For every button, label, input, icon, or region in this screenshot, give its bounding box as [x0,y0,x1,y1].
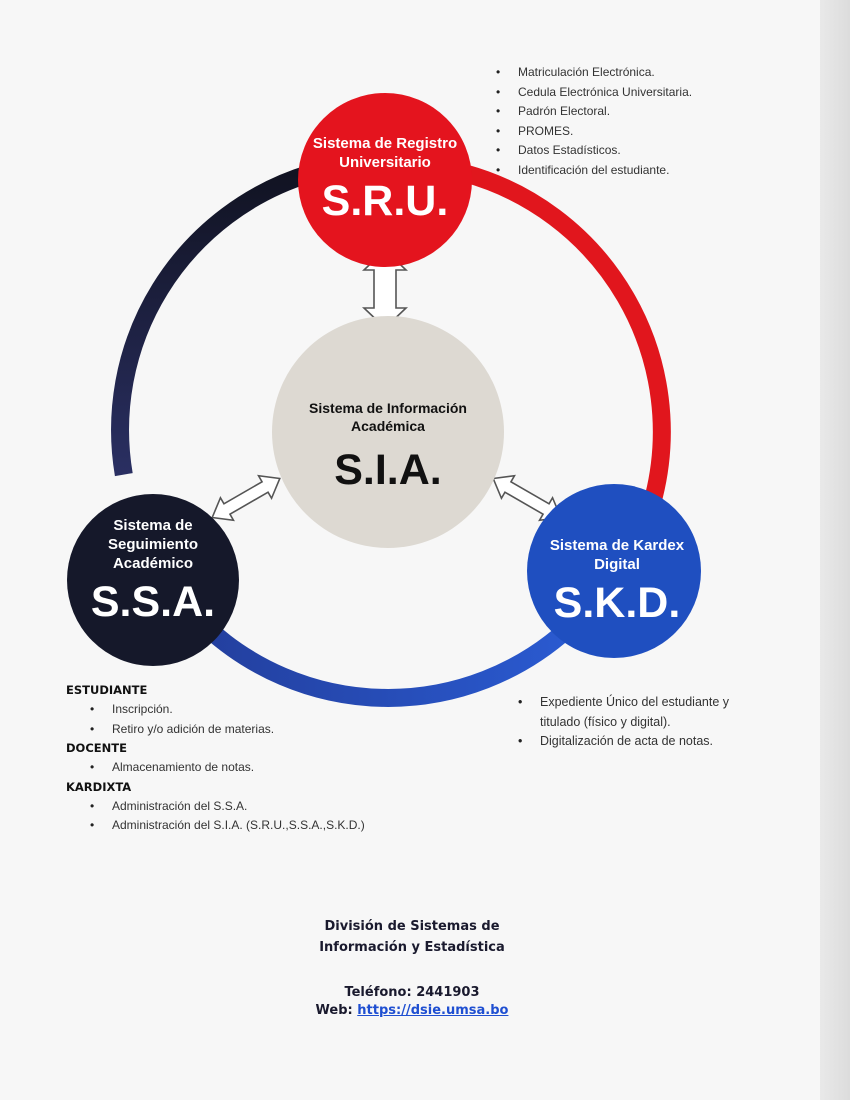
role-list-docente: Almacenamiento de notas. [84,758,365,778]
list-item: Retiro y/o adición de materias. [84,720,365,740]
web-label: Web: [315,1003,353,1018]
list-item: Administración del S.I.A. (S.R.U.,S.S.A.… [84,816,365,836]
ssa-role-lists: ESTUDIANTE Inscripción. Retiro y/o adici… [66,681,365,836]
page-edge [820,0,850,1100]
ring-arc-red [463,164,671,499]
ssa-label: Sistema de Seguimiento Académico S.S.A. [68,516,238,627]
skd-label: Sistema de Kardex Digital S.K.D. [528,536,706,628]
ring-arc-dark [111,164,313,477]
sru-abbr: S.R.U. [321,177,449,225]
sia-name: Sistema de Información Académica [309,400,467,434]
list-item: Administración del S.S.A. [84,797,365,817]
role-heading-kardixta: KARDIXTA [66,779,132,794]
list-item: Cedula Electrónica Universitaria. [490,83,692,103]
skd-feature-list: Expediente Único del estudiante y titula… [512,693,752,752]
sru-circle [298,93,472,267]
list-item: PROMES. [490,122,692,142]
phone-label: Teléfono: [344,985,412,1000]
role-list-estudiante: Inscripción. Retiro y/o adición de mater… [84,700,365,739]
skd-name: Sistema de Kardex Digital [549,537,685,573]
list-item: Expediente Único del estudiante y titula… [512,693,752,732]
sru-label: Sistema de Registro Universitario S.R.U. [300,134,470,226]
role-list-kardixta: Administración del S.S.A. Administración… [84,797,365,836]
list-item: Datos Estadísticos. [490,141,692,161]
sru-name: Sistema de Registro Universitario [312,135,458,171]
ssa-circle [67,494,239,666]
ring-arc-blue [196,616,574,707]
role-heading-estudiante: ESTUDIANTE [66,683,148,697]
list-item: Identificación del estudiante. [490,161,692,181]
skd-circle [527,484,701,658]
skd-abbr: S.K.D. [553,579,681,627]
phone-number: 2441903 [416,985,480,1000]
sia-circle [272,316,504,548]
list-item: Matriculación Electrónica. [490,63,692,83]
org-name-line1: División de Sistemas de [324,919,500,934]
arrow-ssa-sia [211,474,281,522]
footer: División de Sistemas de Información y Es… [262,916,562,1018]
sia-label: Sistema de Información Académica S.I.A. [275,399,501,495]
ssa-abbr: S.S.A. [90,578,216,626]
list-item: Almacenamiento de notas. [84,758,365,778]
web-line: Web: https://dsie.umsa.bo [262,1003,562,1018]
sru-feature-list: Matriculación Electrónica. Cedula Electr… [490,63,692,180]
list-item: Inscripción. [84,700,365,720]
role-heading-docente: DOCENTE [66,741,127,755]
sia-abbr: S.I.A. [334,446,442,494]
org-name-line2: Información y Estadística [319,940,505,955]
list-item: Digitalización de acta de notas. [512,732,752,752]
ssa-name: Sistema de Seguimiento Académico [107,517,198,572]
phone-line: Teléfono: 2441903 [262,982,562,1003]
list-item: Padrón Electoral. [490,102,692,122]
web-link[interactable]: https://dsie.umsa.bo [357,1003,509,1018]
